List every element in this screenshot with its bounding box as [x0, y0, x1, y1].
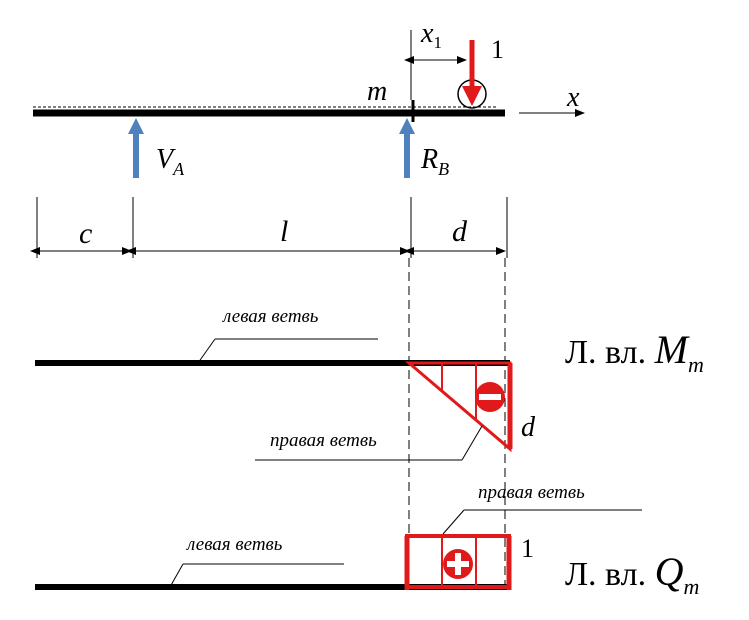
- shear-left-branch-label: левая ветвь: [186, 534, 283, 555]
- x1-dimension: x1: [404, 18, 467, 100]
- shear-ordinate-label: 1: [521, 534, 534, 563]
- moment-right-branch-leader: [461, 425, 483, 461]
- x-axis: x: [519, 82, 585, 117]
- reaction-va: VA: [128, 118, 185, 179]
- moment-left-branch-label: левая ветвь: [222, 306, 319, 327]
- influence-line-moment: левая ветвь правая ветвь d Л. вл. Mm: [35, 306, 704, 461]
- section-m-label: m: [367, 76, 387, 107]
- beam: [33, 100, 505, 122]
- moment-left-branch-leader: [197, 338, 216, 364]
- reaction-rb: RB: [399, 118, 449, 179]
- minus-sign-bar: [479, 394, 501, 400]
- span-dimensions: c l d: [30, 197, 508, 258]
- shear-right-branch-label: правая ветвь: [478, 482, 585, 503]
- va-label: VA: [156, 144, 185, 179]
- x-axis-label: x: [566, 82, 580, 113]
- dim-l-label: l: [280, 215, 288, 248]
- shear-right-branch-leader: [442, 509, 465, 535]
- dim-c-label: c: [79, 217, 92, 250]
- influence-line-shear: левая ветвь правая ветвь 1 Л. вл. Qm: [35, 482, 699, 599]
- rb-label: RB: [420, 144, 449, 179]
- dim-d-label: d: [452, 215, 468, 248]
- va-arrow-head: [128, 118, 144, 134]
- x1-label: x1: [420, 18, 442, 52]
- load-arrow-head: [462, 86, 482, 106]
- plus-sign-bar-v: [455, 553, 461, 575]
- shear-left-branch-leader: [169, 563, 184, 588]
- rb-arrow-head: [399, 118, 415, 134]
- moment-right-branch-label: правая ветвь: [270, 430, 377, 451]
- load-value: 1: [491, 35, 504, 64]
- moment-ordinate-label: d: [521, 412, 536, 443]
- moment-line-title: Л. вл. Mm: [565, 327, 704, 377]
- shear-line-title: Л. вл. Qm: [565, 549, 699, 599]
- unit-load: 1: [457, 35, 504, 109]
